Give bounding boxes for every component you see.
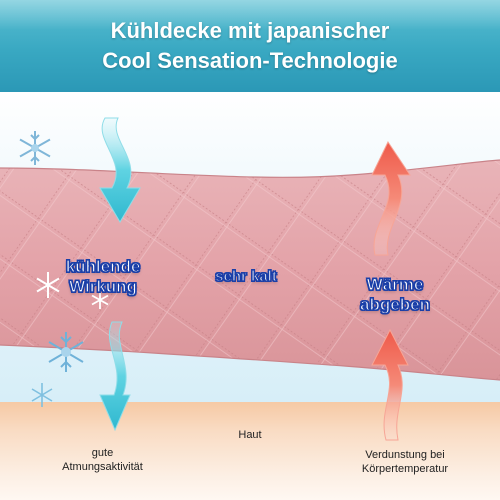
breathability-label: gute Atmungsaktivität (30, 446, 175, 474)
warm-arrow-top (371, 140, 411, 256)
snowflake-icon (48, 332, 84, 372)
title-line-1: Kühldecke mit japanischer (110, 18, 390, 43)
breathability-line-2: Atmungsaktivität (62, 461, 143, 473)
release-heat-line-1: Wärme (366, 274, 424, 294)
fabric-blanket (0, 159, 500, 381)
cool-arrow-top (99, 117, 141, 223)
banner-shine (0, 0, 500, 30)
breathability-line-1: gute (91, 447, 114, 459)
snowflake-icon (19, 131, 51, 165)
evaporation-line-2: Körpertemperatur (361, 463, 449, 475)
cooling-effect-label: kühlende Wirkung (48, 256, 158, 297)
very-cold-label: sehr kalt (215, 267, 278, 285)
skin-layer (0, 402, 500, 500)
header-banner: Kühldecke mit japanischer Cool Sensation… (0, 0, 500, 92)
evaporation-line-1: Verdunstung bei (365, 449, 445, 461)
release-heat-line-2: abgeben (359, 294, 430, 314)
cool-arrow-bottom (99, 321, 131, 432)
snowflake-icon (31, 383, 53, 407)
cooling-effect-line-2: Wirkung (68, 276, 137, 296)
cooling-effect-line-1: kühlende (65, 256, 141, 276)
warm-arrow-bottom (371, 328, 409, 441)
snowflake-icon (91, 291, 109, 309)
snowflake-icon (36, 272, 60, 298)
release-heat-label: Wärme abgeben (340, 274, 450, 315)
evaporation-label: Verdunstung bei Körpertemperatur (325, 448, 485, 476)
title-line-2: Cool Sensation-Technologie (102, 48, 398, 73)
skin-label: Haut (238, 429, 262, 441)
